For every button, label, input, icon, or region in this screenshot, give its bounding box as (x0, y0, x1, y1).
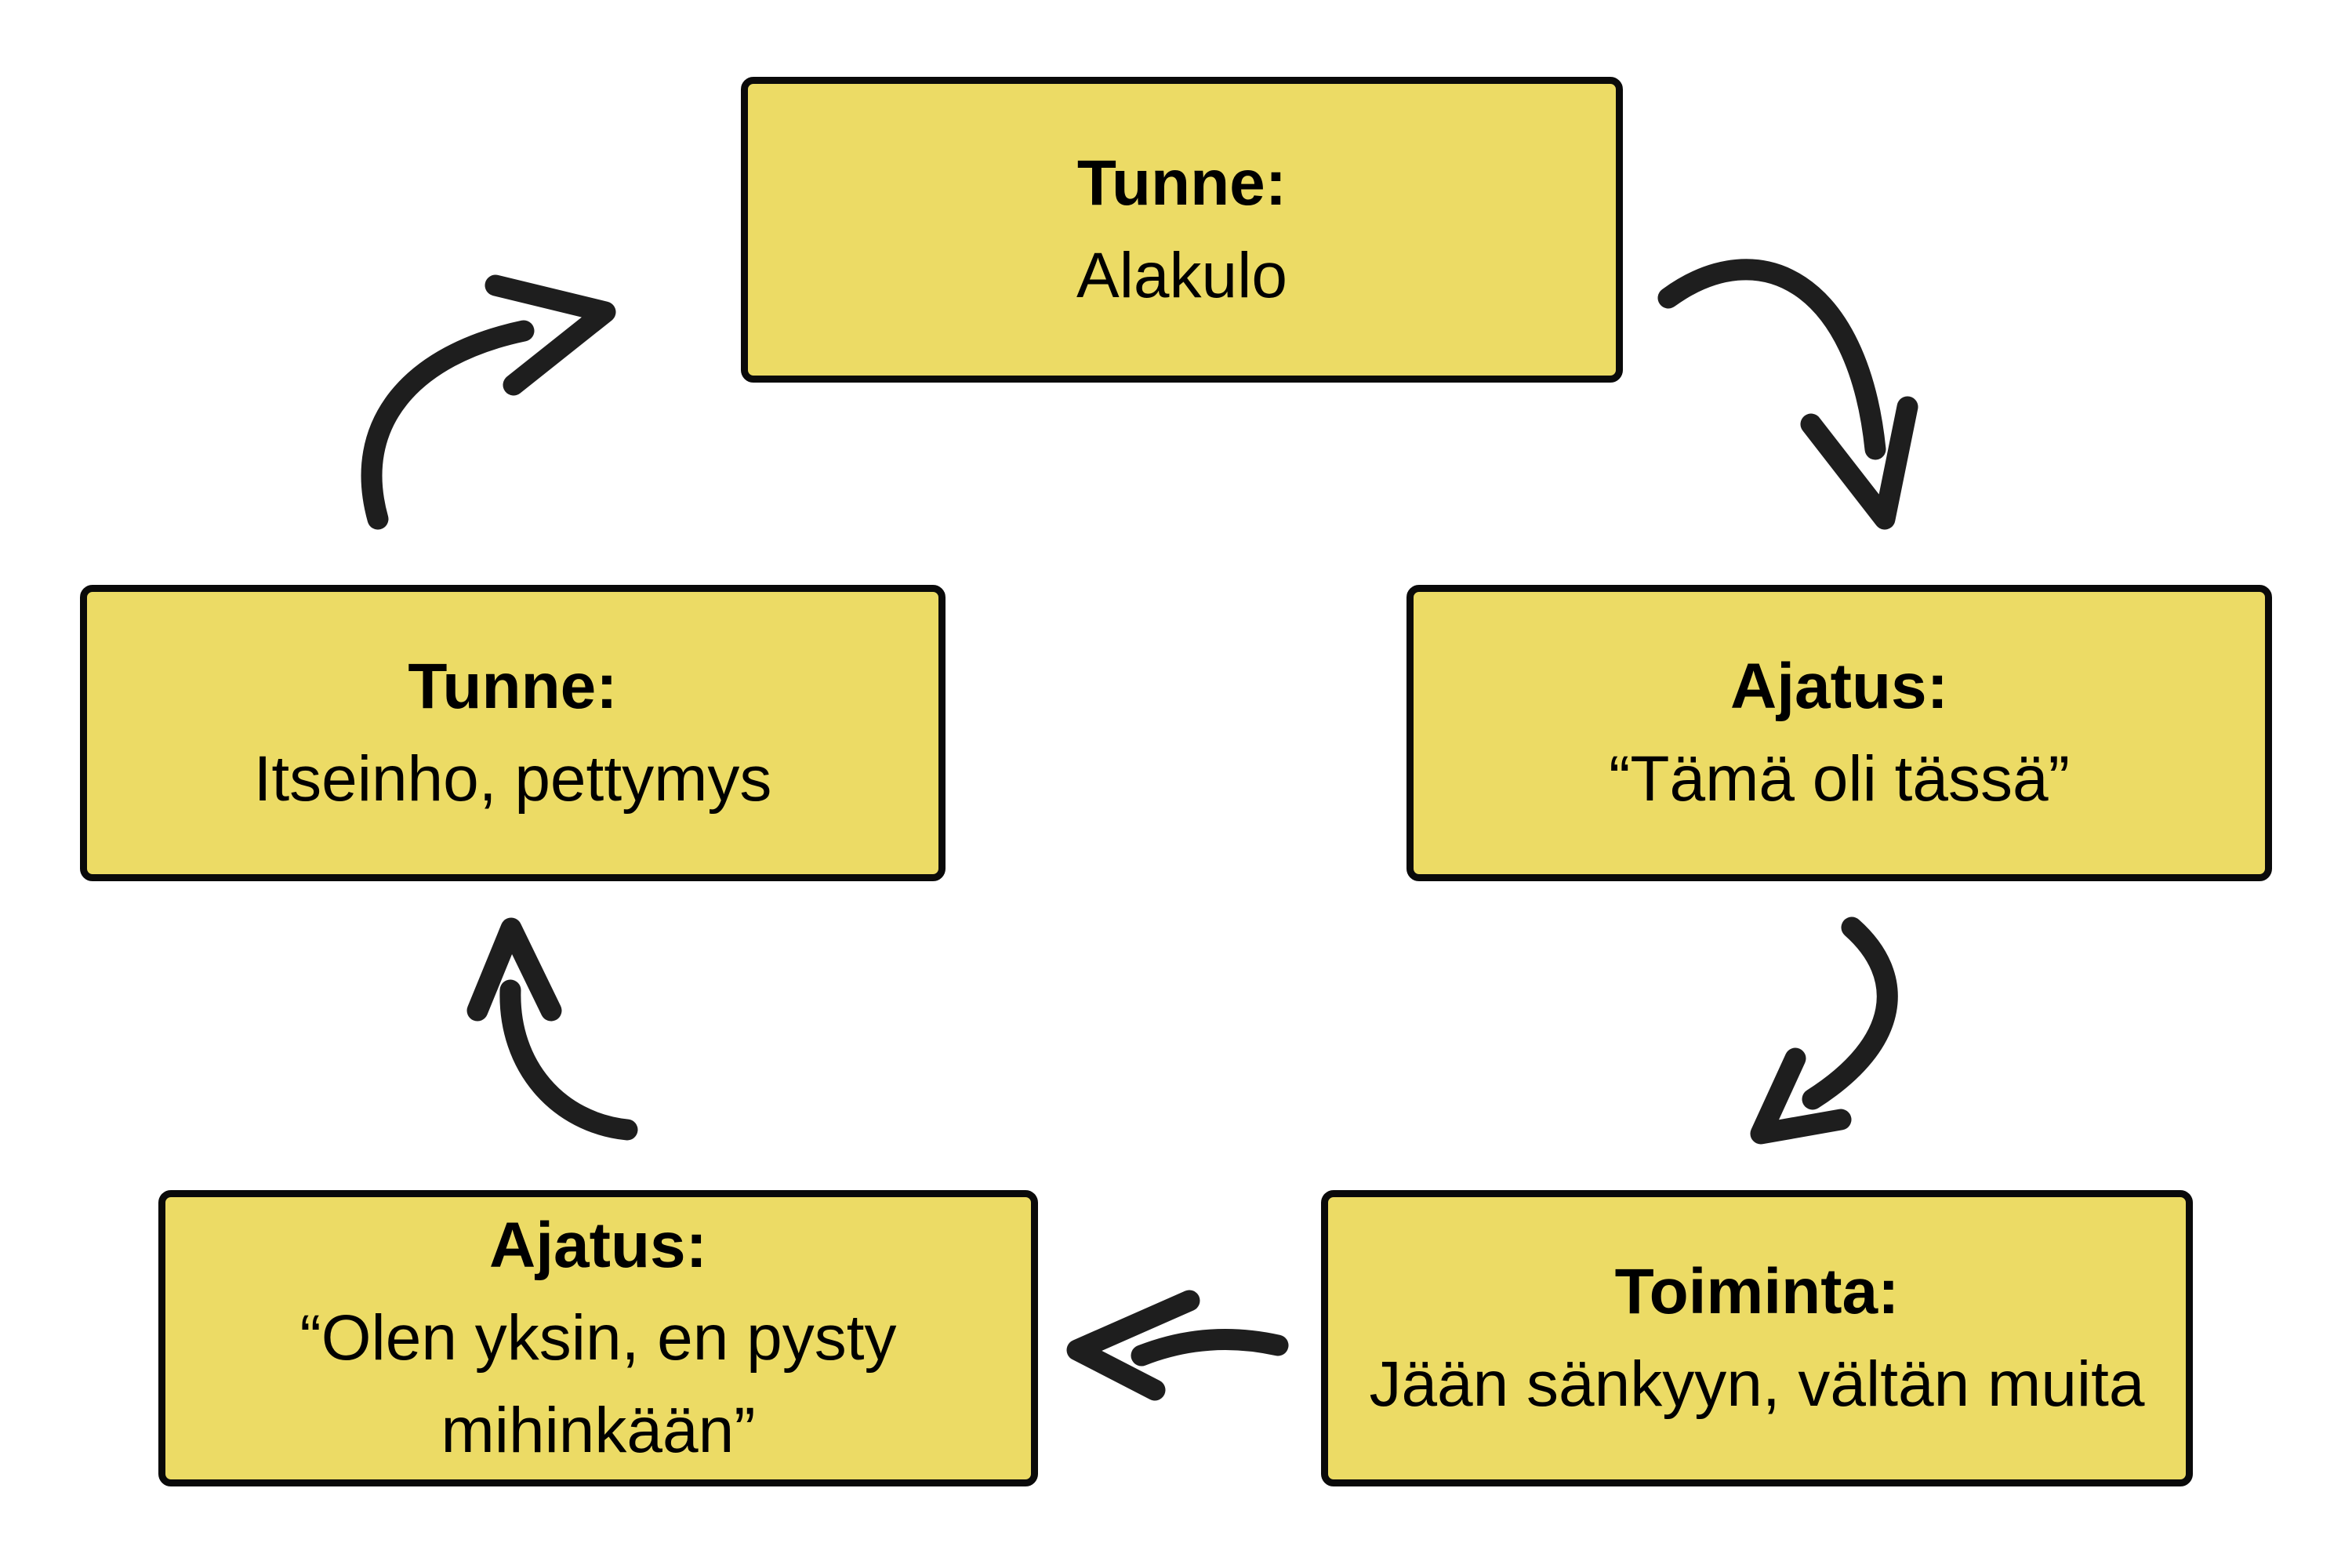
node-thought-tama-oli-tassa: Ajatus: “Tämä oli tässä” (1406, 585, 2272, 881)
node-text: “Tämä oli tässä” (1609, 743, 2070, 815)
node-text: Alakulo (1076, 240, 1287, 311)
arrow-right-to-bottom-right-icon (1750, 916, 1898, 1145)
node-label: Toiminta: (1614, 1256, 1900, 1327)
node-action-jaan-sankyyn: Toiminta: Jään sänkyyn, vältän muita (1321, 1190, 2193, 1486)
node-label: Tunne: (408, 651, 618, 722)
arrow-bottom-right-to-bottom-left-icon (1066, 1290, 1289, 1401)
arrow-left-to-top-icon (361, 274, 616, 530)
arrow-bottom-left-to-left-icon (466, 917, 638, 1141)
node-feeling-alakulo: Tunne: Alakulo (741, 77, 1623, 383)
node-text: Itseinho, pettymys (253, 743, 772, 815)
node-feeling-itseinho: Tunne: Itseinho, pettymys (80, 585, 946, 881)
node-text: “Olen yksin, en pysty mihinkään” (299, 1302, 897, 1466)
node-text: Jään sänkyyn, vältän muita (1369, 1348, 2145, 1420)
node-label: Ajatus: (489, 1210, 707, 1281)
arrow-top-to-right-icon (1657, 259, 1918, 530)
node-thought-olen-yksin: Ajatus: “Olen yksin, en pysty mihinkään” (158, 1190, 1038, 1486)
node-label: Ajatus: (1730, 651, 1948, 722)
node-label: Tunne: (1076, 147, 1287, 219)
